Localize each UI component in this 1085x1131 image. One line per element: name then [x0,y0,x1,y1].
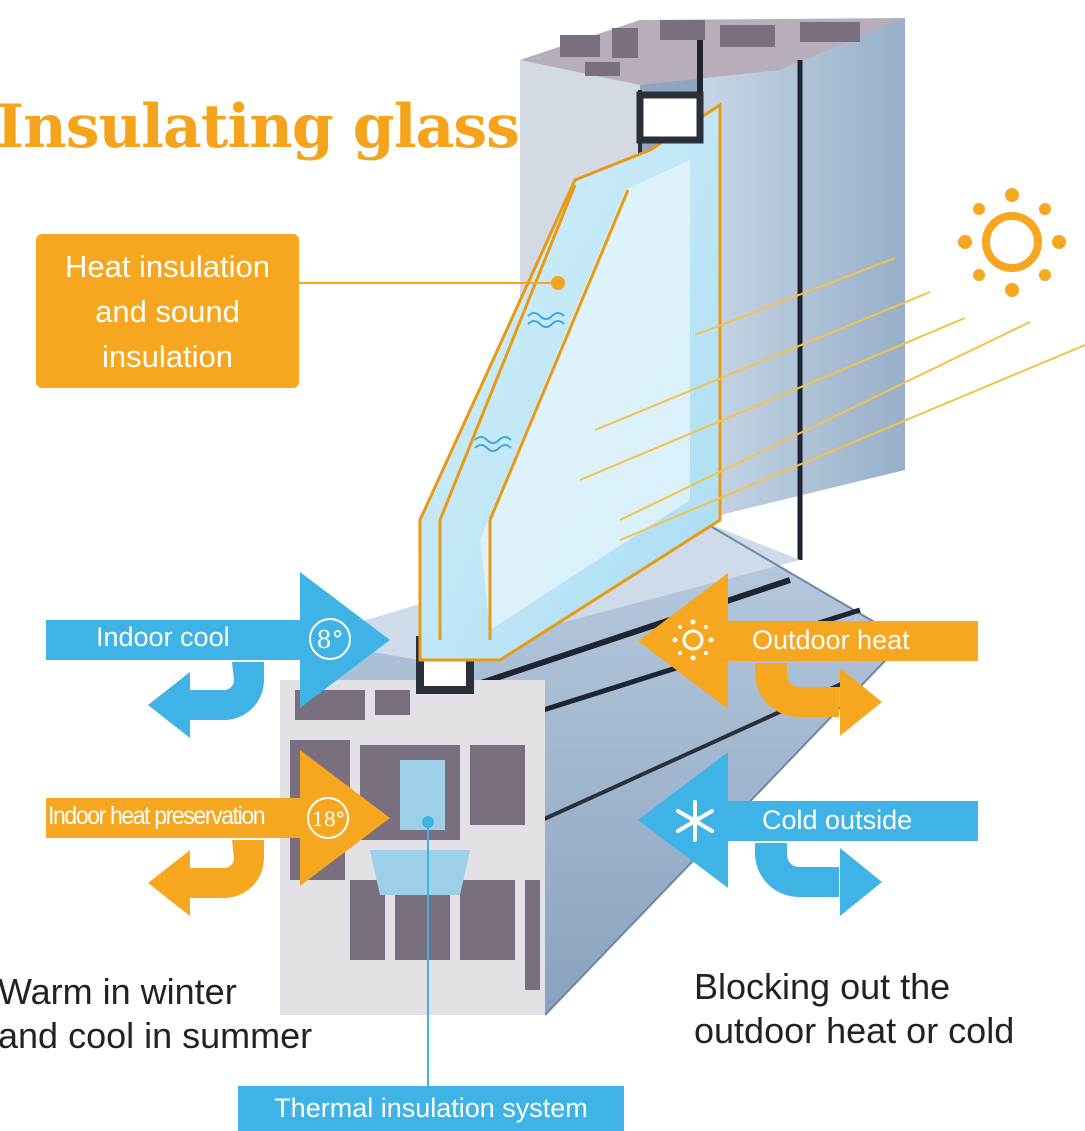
heat-sound-insulation-callout: Heat insulation and sound insulation [36,234,299,388]
snowflake-icon [676,800,714,842]
callout-line: and sound [95,294,240,329]
warm-cool-caption: Warm in winter and cool in summer [0,970,312,1058]
callout-line: Heat insulation [64,249,271,284]
caption-line: Warm in winter [0,971,237,1012]
indoor-heat-label: Indoor heat preservation [48,802,266,830]
page-title: Insulating glass [0,92,520,162]
caption-line: Blocking out the [694,966,951,1007]
blocking-caption: Blocking out the outdoor heat or cold [694,965,1014,1053]
temp-8-badge: 8° [309,618,351,660]
small-sun-icon [672,619,714,661]
cold-outside-arrow [638,752,978,916]
sun-icon [958,188,1066,297]
waves-icon [474,312,565,452]
caption-line: outdoor heat or cold [694,1010,1015,1051]
outdoor-heat-label: Outdoor heat [752,625,910,655]
cold-outside-label: Cold outside [762,805,913,835]
temp-18-badge: 18° [307,797,349,839]
caption-line: and cool in summer [0,1015,313,1056]
thermal-insulation-system-label: Thermal insulation system [238,1086,624,1131]
indoor-cool-label: Indoor cool [96,622,230,652]
indoor-heat-arrow [46,750,390,916]
callout-line: insulation [102,339,233,374]
sun-rays [579,257,1085,541]
